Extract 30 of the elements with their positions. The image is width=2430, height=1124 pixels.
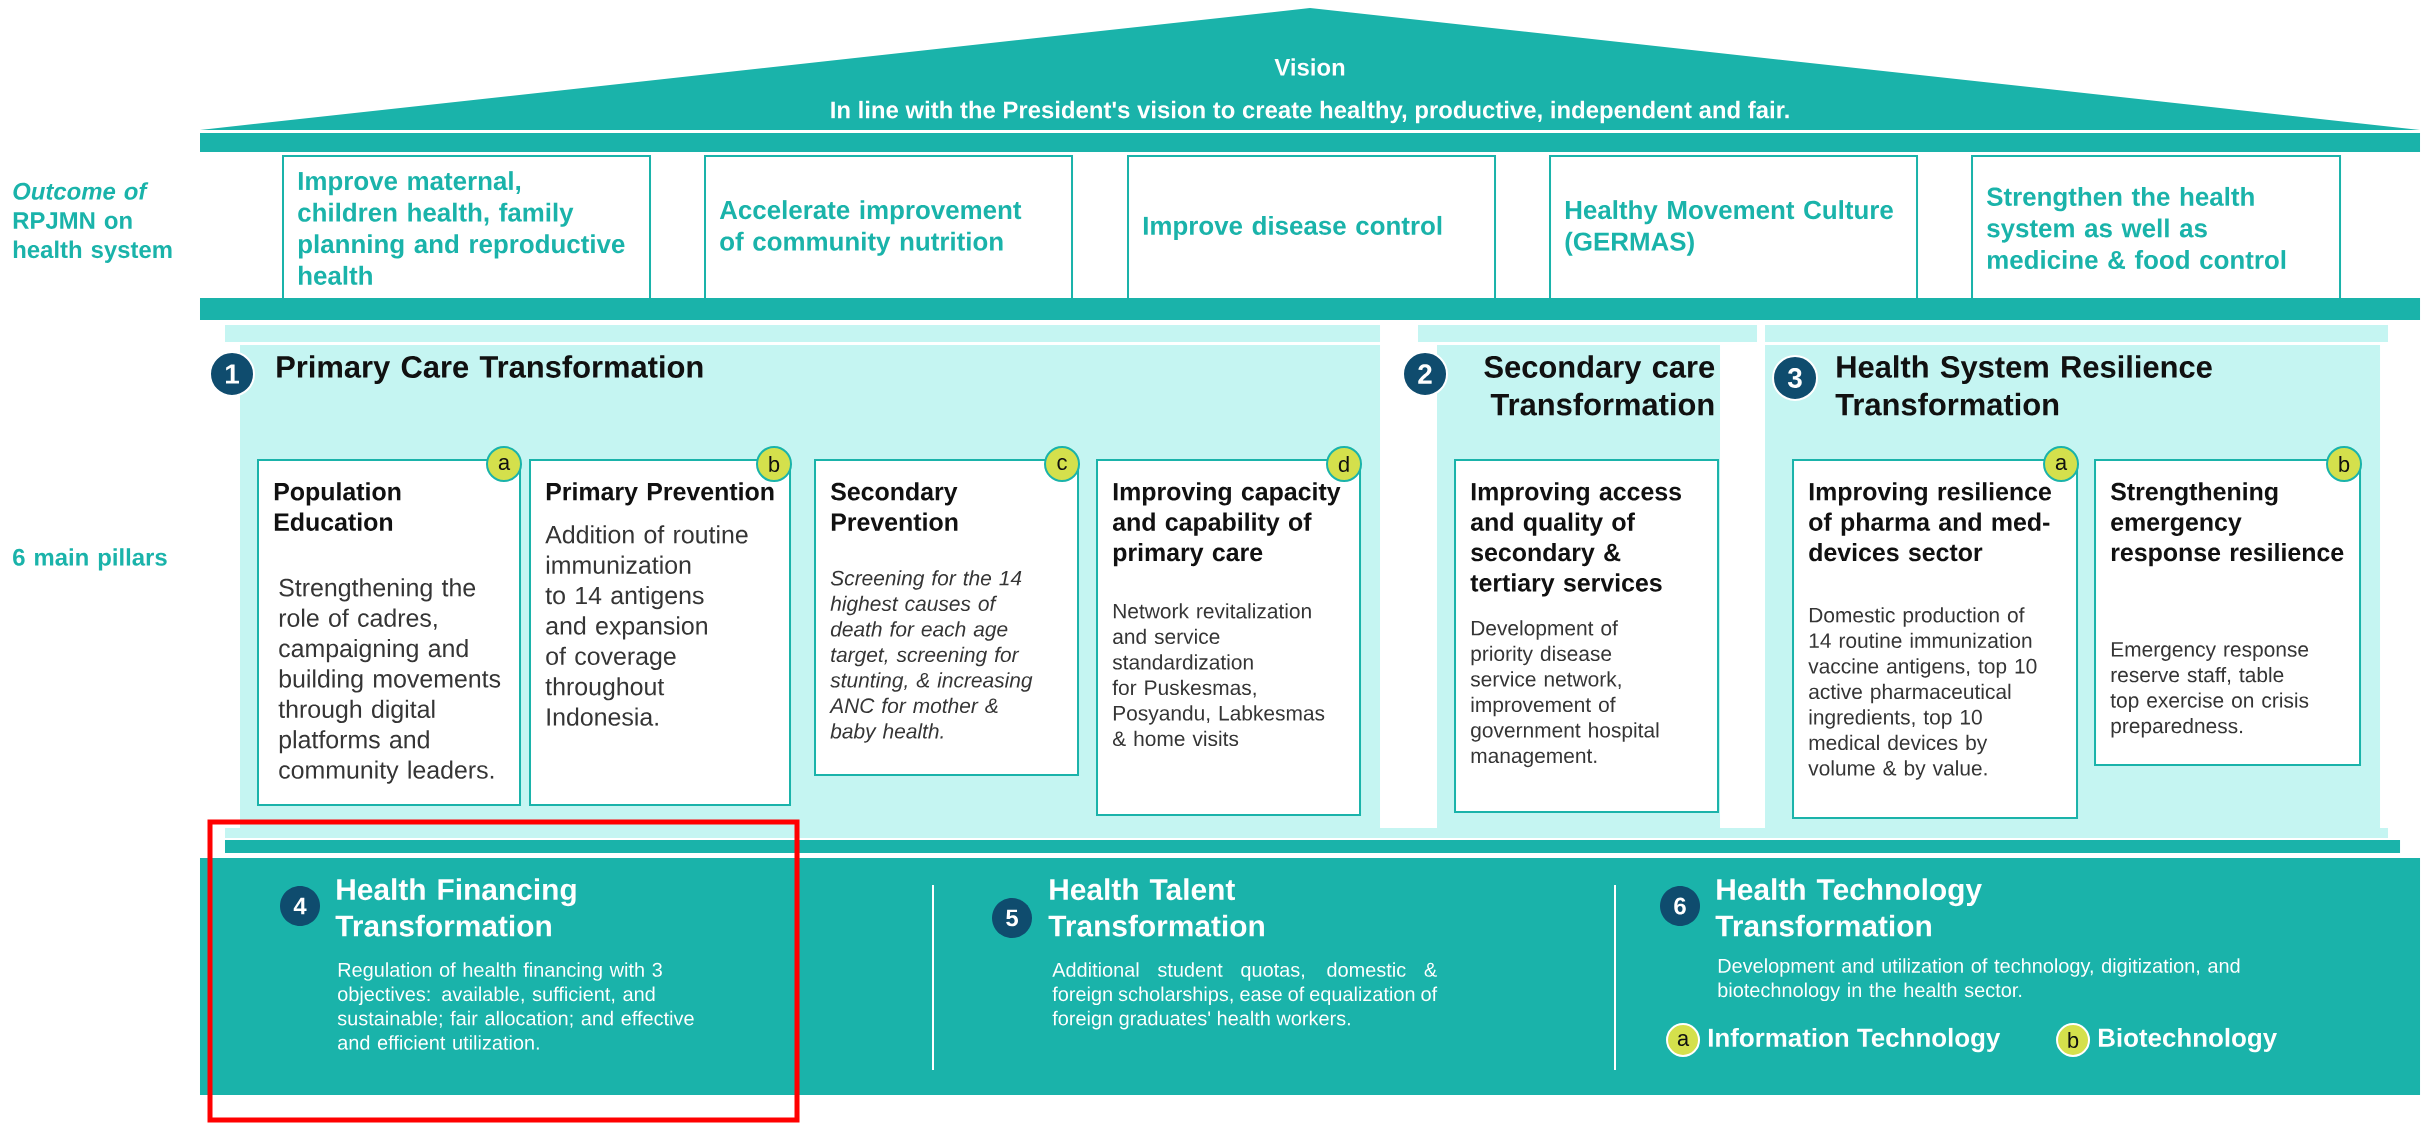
pillar-card: Improving access and quality of secondary & tertiary services Development of priority disease service network, improvement of government hospital management. bbox=[1454, 459, 1719, 813]
outcome-box: Improve maternal, children health, family planning and reproductive health bbox=[282, 155, 651, 301]
node-label: Secondary care Transformation bbox=[1484, 355, 1715, 416]
number-badge: 1 bbox=[209, 351, 255, 397]
letter-badge: b Biotechnology bbox=[2056, 1023, 2277, 1057]
outcome-box: Accelerate improvement of community nutrition bbox=[704, 155, 1073, 301]
letter-badge: b bbox=[756, 446, 792, 482]
number-badge: 3 bbox=[1772, 355, 1818, 401]
letter-badge: a bbox=[2043, 446, 2080, 482]
roof-banner: Vision In line with the President's vision to create healthy, productive, independent and fair. bbox=[200, 8, 2421, 152]
row-label: Outcome of RPJMN on health system bbox=[13, 182, 172, 263]
letter-badge: d bbox=[1326, 446, 1362, 482]
node-label: Primary Care Transformation bbox=[277, 355, 703, 384]
number-badge: 4 bbox=[280, 886, 320, 926]
letter-badge: b bbox=[2326, 446, 2363, 482]
letter-badge: a bbox=[486, 446, 522, 482]
number-badge: 2 bbox=[1402, 351, 1448, 397]
outcome-box: Strengthen the health system as well as medicine & food control bbox=[1971, 155, 2342, 301]
floor-beam bbox=[200, 298, 2421, 320]
letter-badge: c bbox=[1044, 446, 1080, 482]
row-label: 6 main pillars bbox=[13, 548, 167, 571]
floor-beam bbox=[225, 840, 2401, 853]
outcome-box: Improve disease control bbox=[1127, 155, 1496, 301]
node-label: Information Technology bbox=[1708, 1027, 2001, 1053]
number-badge: 5 bbox=[992, 898, 1032, 938]
node-label: Health System Resilience Transformation bbox=[1835, 355, 2212, 416]
number-badge: 6 bbox=[1660, 886, 1700, 926]
outcome-box: Healthy Movement Culture (GERMAS) bbox=[1549, 155, 1919, 301]
node-label: Biotechnology bbox=[2098, 1027, 2277, 1053]
letter-badge: a Information Technology bbox=[1666, 1023, 2001, 1057]
